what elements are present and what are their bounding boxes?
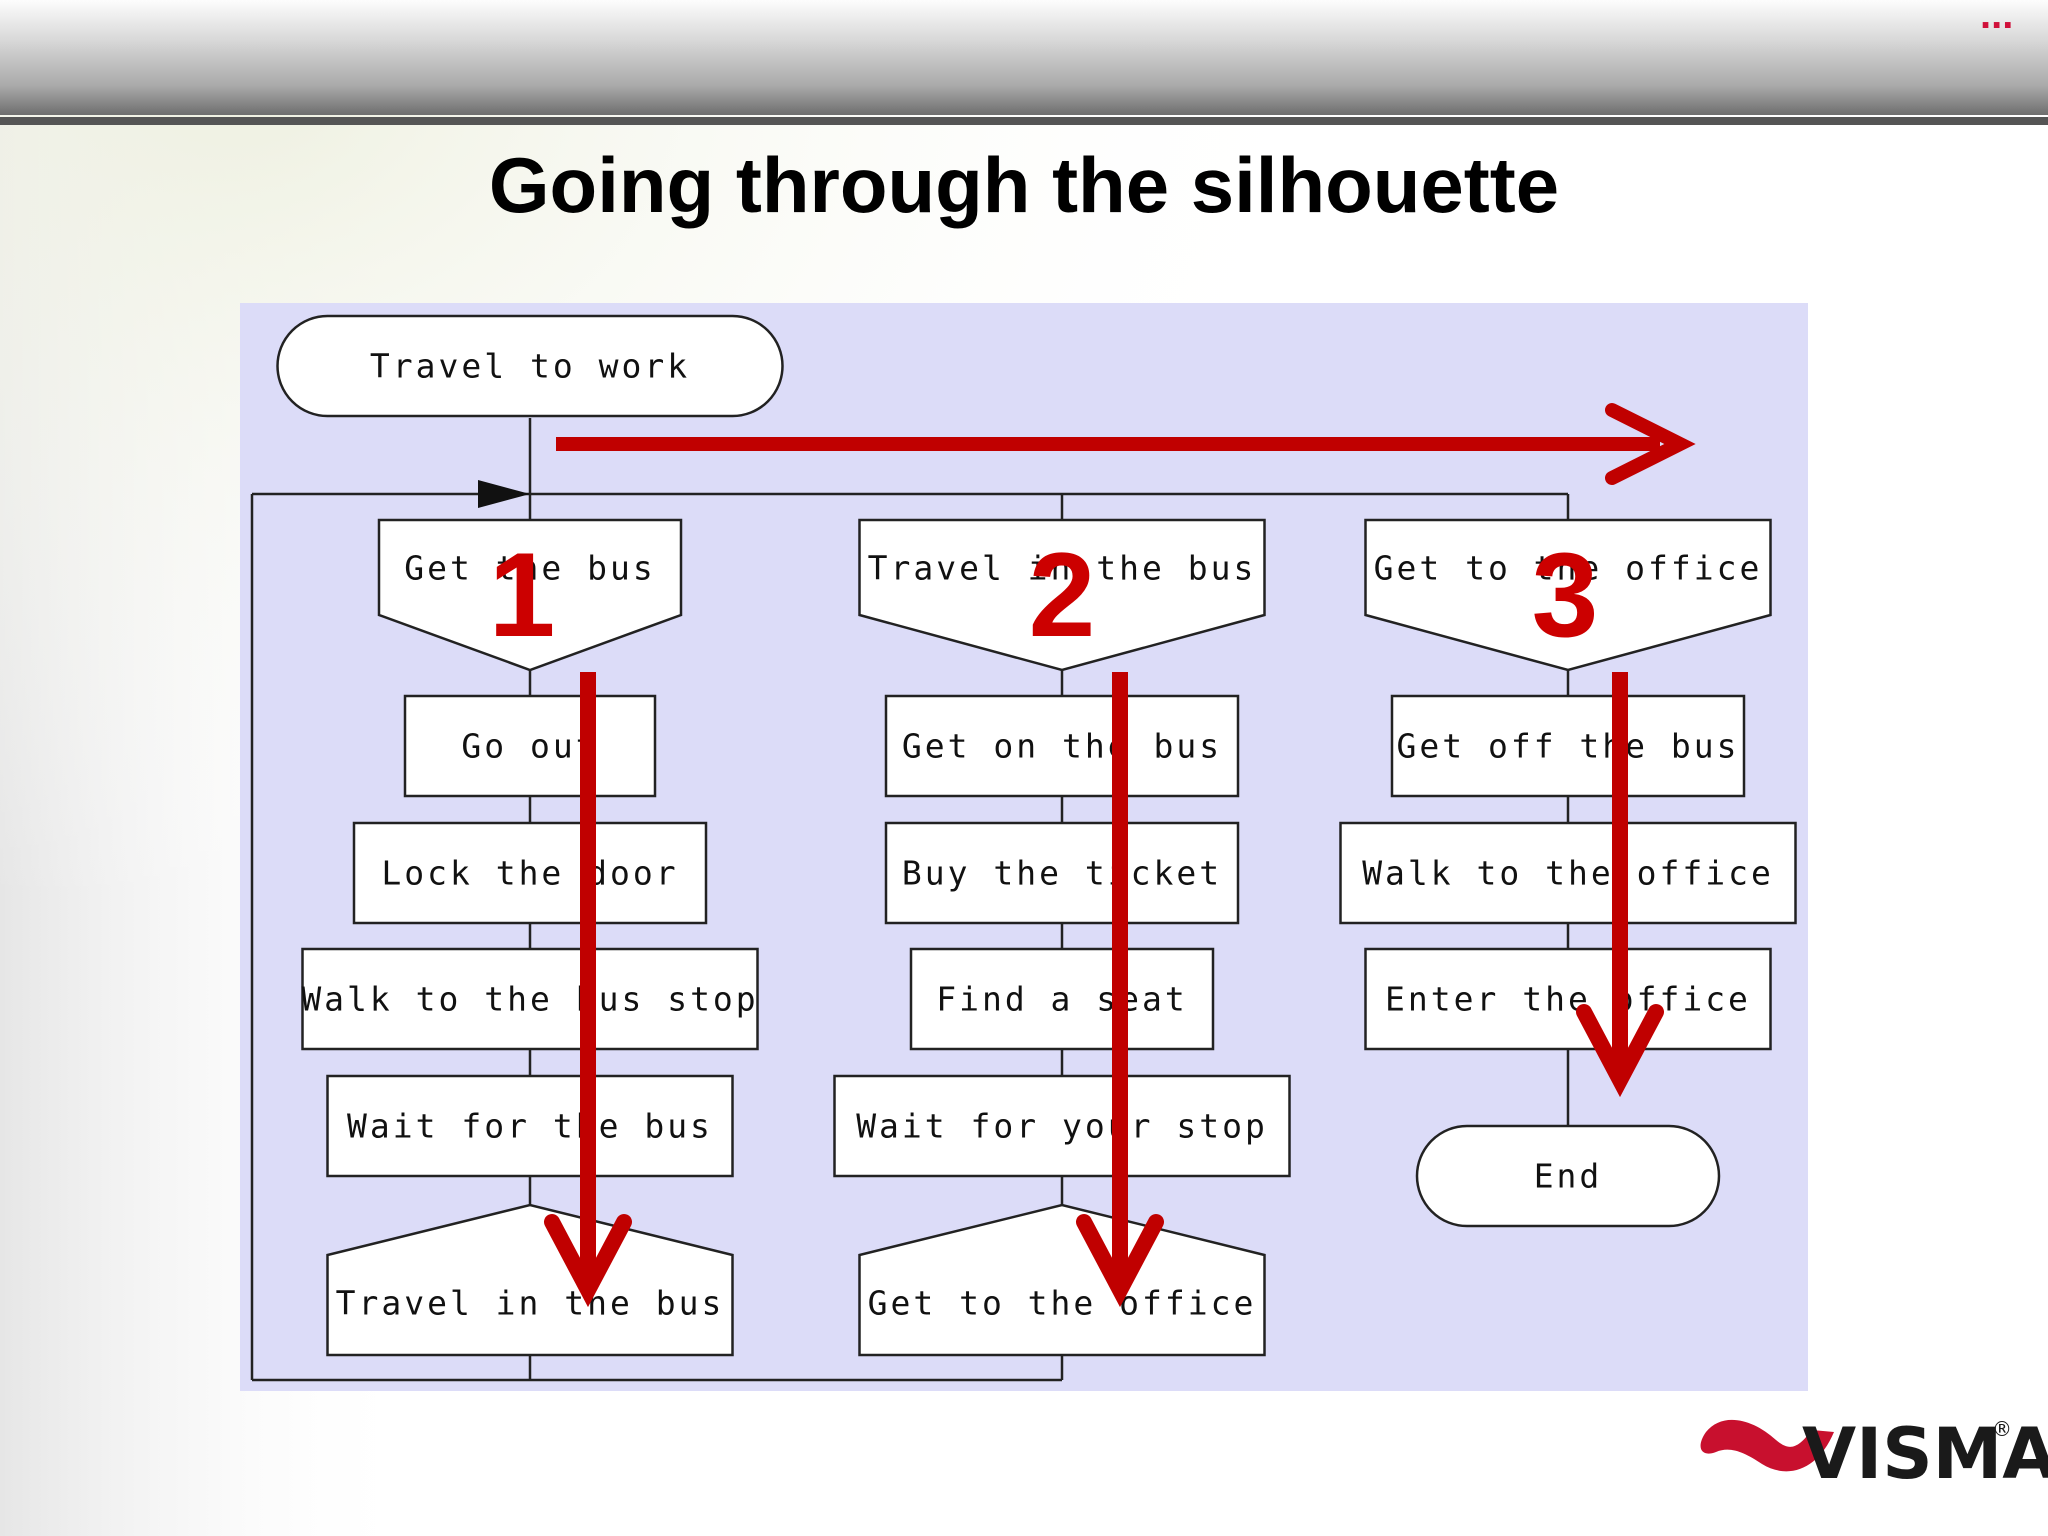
branch-2-step-2-box: [884, 821, 1240, 925]
visma-logo-mark: [1700, 1419, 1834, 1472]
branch-2-step-4-label: Wait for your stop: [856, 1107, 1268, 1146]
branch-2-header-label: Travel in the bus: [868, 549, 1257, 588]
branch-1-step-2-label: Lock the door: [381, 854, 678, 893]
branch-2-step-1-box: [884, 694, 1240, 798]
header-rule: [0, 117, 2048, 125]
branch-2-footer-label: Get to the office: [868, 1284, 1257, 1323]
branch-3-header-box: [1364, 518, 1772, 672]
branch-3-step-1-box: [1390, 694, 1746, 798]
branch-1-number: 1: [489, 528, 556, 662]
visma-logo-text: VISMA: [1802, 1413, 2048, 1495]
loop-arrowhead: [478, 480, 530, 508]
branch-1-header-label: Get the bus: [404, 549, 656, 588]
corner-mark: ...: [1980, 0, 2013, 37]
down-arrow-1-head: [544, 1214, 632, 1308]
red-arrows: 1 2 3: [489, 403, 1696, 1308]
branch-2-step-3-label: Find a seat: [936, 980, 1188, 1019]
branch-1-footer-label: Travel in the bus: [336, 1284, 725, 1323]
branch-3-header-label: Get to the office: [1374, 549, 1763, 588]
branch-1-step-4-box: [326, 1074, 734, 1178]
branch-2-step-1-label: Get on the bus: [902, 727, 1222, 766]
branch-2-header-box: [858, 518, 1266, 672]
branch-1-step-3-label: Walk to the bus stop: [301, 980, 758, 1019]
horizontal-arrow-head: [1605, 403, 1696, 485]
branch-1-header-box: [377, 518, 683, 672]
branch-3-step-3-box: [1364, 947, 1772, 1051]
branch-3-number: 3: [1532, 528, 1599, 662]
branch-1-step-2-box: [352, 821, 708, 925]
visma-logo-reg: ®: [1992, 1417, 2012, 1441]
branch-1-footer-box: [326, 1203, 734, 1357]
branch-3-step-3-label: Enter the office: [1385, 980, 1751, 1019]
branch-1-step-1-box: [403, 694, 657, 798]
branch-2-step-3-box: [909, 947, 1215, 1051]
branch-1-step-4-label: Wait for the bus: [347, 1107, 713, 1146]
start-terminal-box: [276, 314, 784, 418]
branch-3-step-2-label: Walk to the office: [1362, 854, 1774, 893]
branch-1-step-1-label: Go out: [461, 727, 598, 766]
visma-logo: VISMA ®: [1700, 1413, 2048, 1495]
down-arrow-3-head: [1576, 1004, 1664, 1098]
header-bar: [0, 0, 2048, 115]
branch-2-step-2-label: Buy the ticket: [902, 854, 1222, 893]
end-terminal-label: End: [1534, 1157, 1603, 1196]
branch-1-step-3-box: [301, 947, 759, 1051]
slide-title: Going through the silhouette: [488, 141, 1560, 229]
branch-2-step-4-box: [833, 1074, 1291, 1178]
start-terminal-label: Travel to work: [370, 347, 690, 386]
branch-3-step-1-label: Get off the bus: [1396, 727, 1739, 766]
end-terminal-box: [1415, 1124, 1721, 1228]
down-arrow-2-head: [1076, 1214, 1164, 1308]
branch-2-footer-box: [858, 1203, 1266, 1357]
branch-3-step-2-box: [1339, 821, 1797, 925]
branch-2-number: 2: [1029, 528, 1096, 662]
